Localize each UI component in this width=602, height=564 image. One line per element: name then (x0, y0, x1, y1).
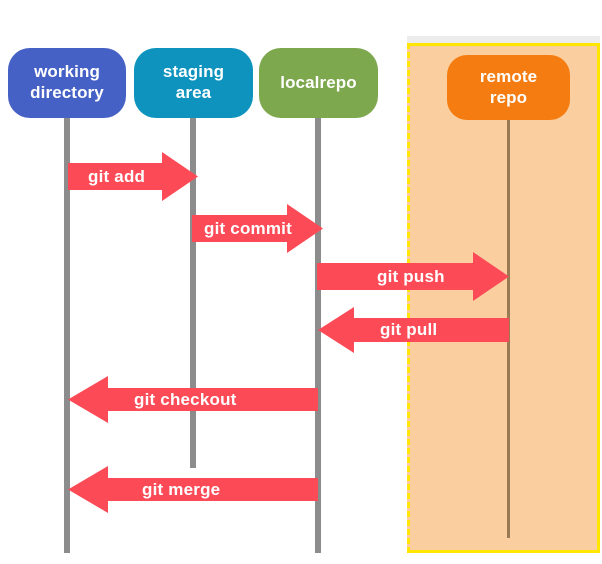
node-staging-area-label: staging area (163, 62, 224, 103)
arrow-git-merge[interactable]: git merge (68, 466, 318, 513)
node-working-directory[interactable]: working directory (8, 48, 126, 118)
git-pull-arrow-shape (318, 307, 509, 353)
git-push-arrow-shape (317, 252, 509, 301)
node-localrepo[interactable]: localrepo (259, 48, 378, 118)
node-working-directory-line1: working (34, 62, 100, 82)
node-remote-repo[interactable]: remote repo (447, 55, 570, 120)
arrow-git-checkout[interactable]: git checkout (68, 376, 318, 423)
arrow-git-add[interactable]: git add (68, 152, 198, 201)
git-commit-arrow-shape (192, 204, 323, 253)
lifeline-working-directory (64, 118, 70, 553)
lifeline-staging-area (190, 118, 196, 468)
node-staging-area[interactable]: staging area (134, 48, 253, 118)
remote-region-top-cap (407, 36, 600, 44)
node-working-directory-line2: directory (30, 83, 104, 102)
node-remote-repo-label: remote repo (480, 67, 537, 108)
node-staging-area-line2: area (175, 83, 212, 102)
git-checkout-arrow-shape (68, 376, 318, 423)
arrow-git-push[interactable]: git push (317, 252, 509, 301)
arrow-git-pull[interactable]: git pull (318, 307, 509, 353)
git-merge-arrow-shape (68, 466, 318, 513)
node-remote-repo-line2: repo (489, 87, 528, 107)
git-add-arrow-shape (68, 152, 198, 201)
node-remote-repo-line1: remote (479, 66, 538, 86)
arrow-git-commit[interactable]: git commit (192, 204, 323, 253)
lifeline-localrepo (315, 118, 321, 553)
node-working-directory-label: working directory (30, 62, 104, 103)
node-localrepo-label: localrepo (280, 72, 357, 92)
node-staging-area-line1: staging (162, 62, 225, 82)
remote-region (407, 43, 600, 553)
